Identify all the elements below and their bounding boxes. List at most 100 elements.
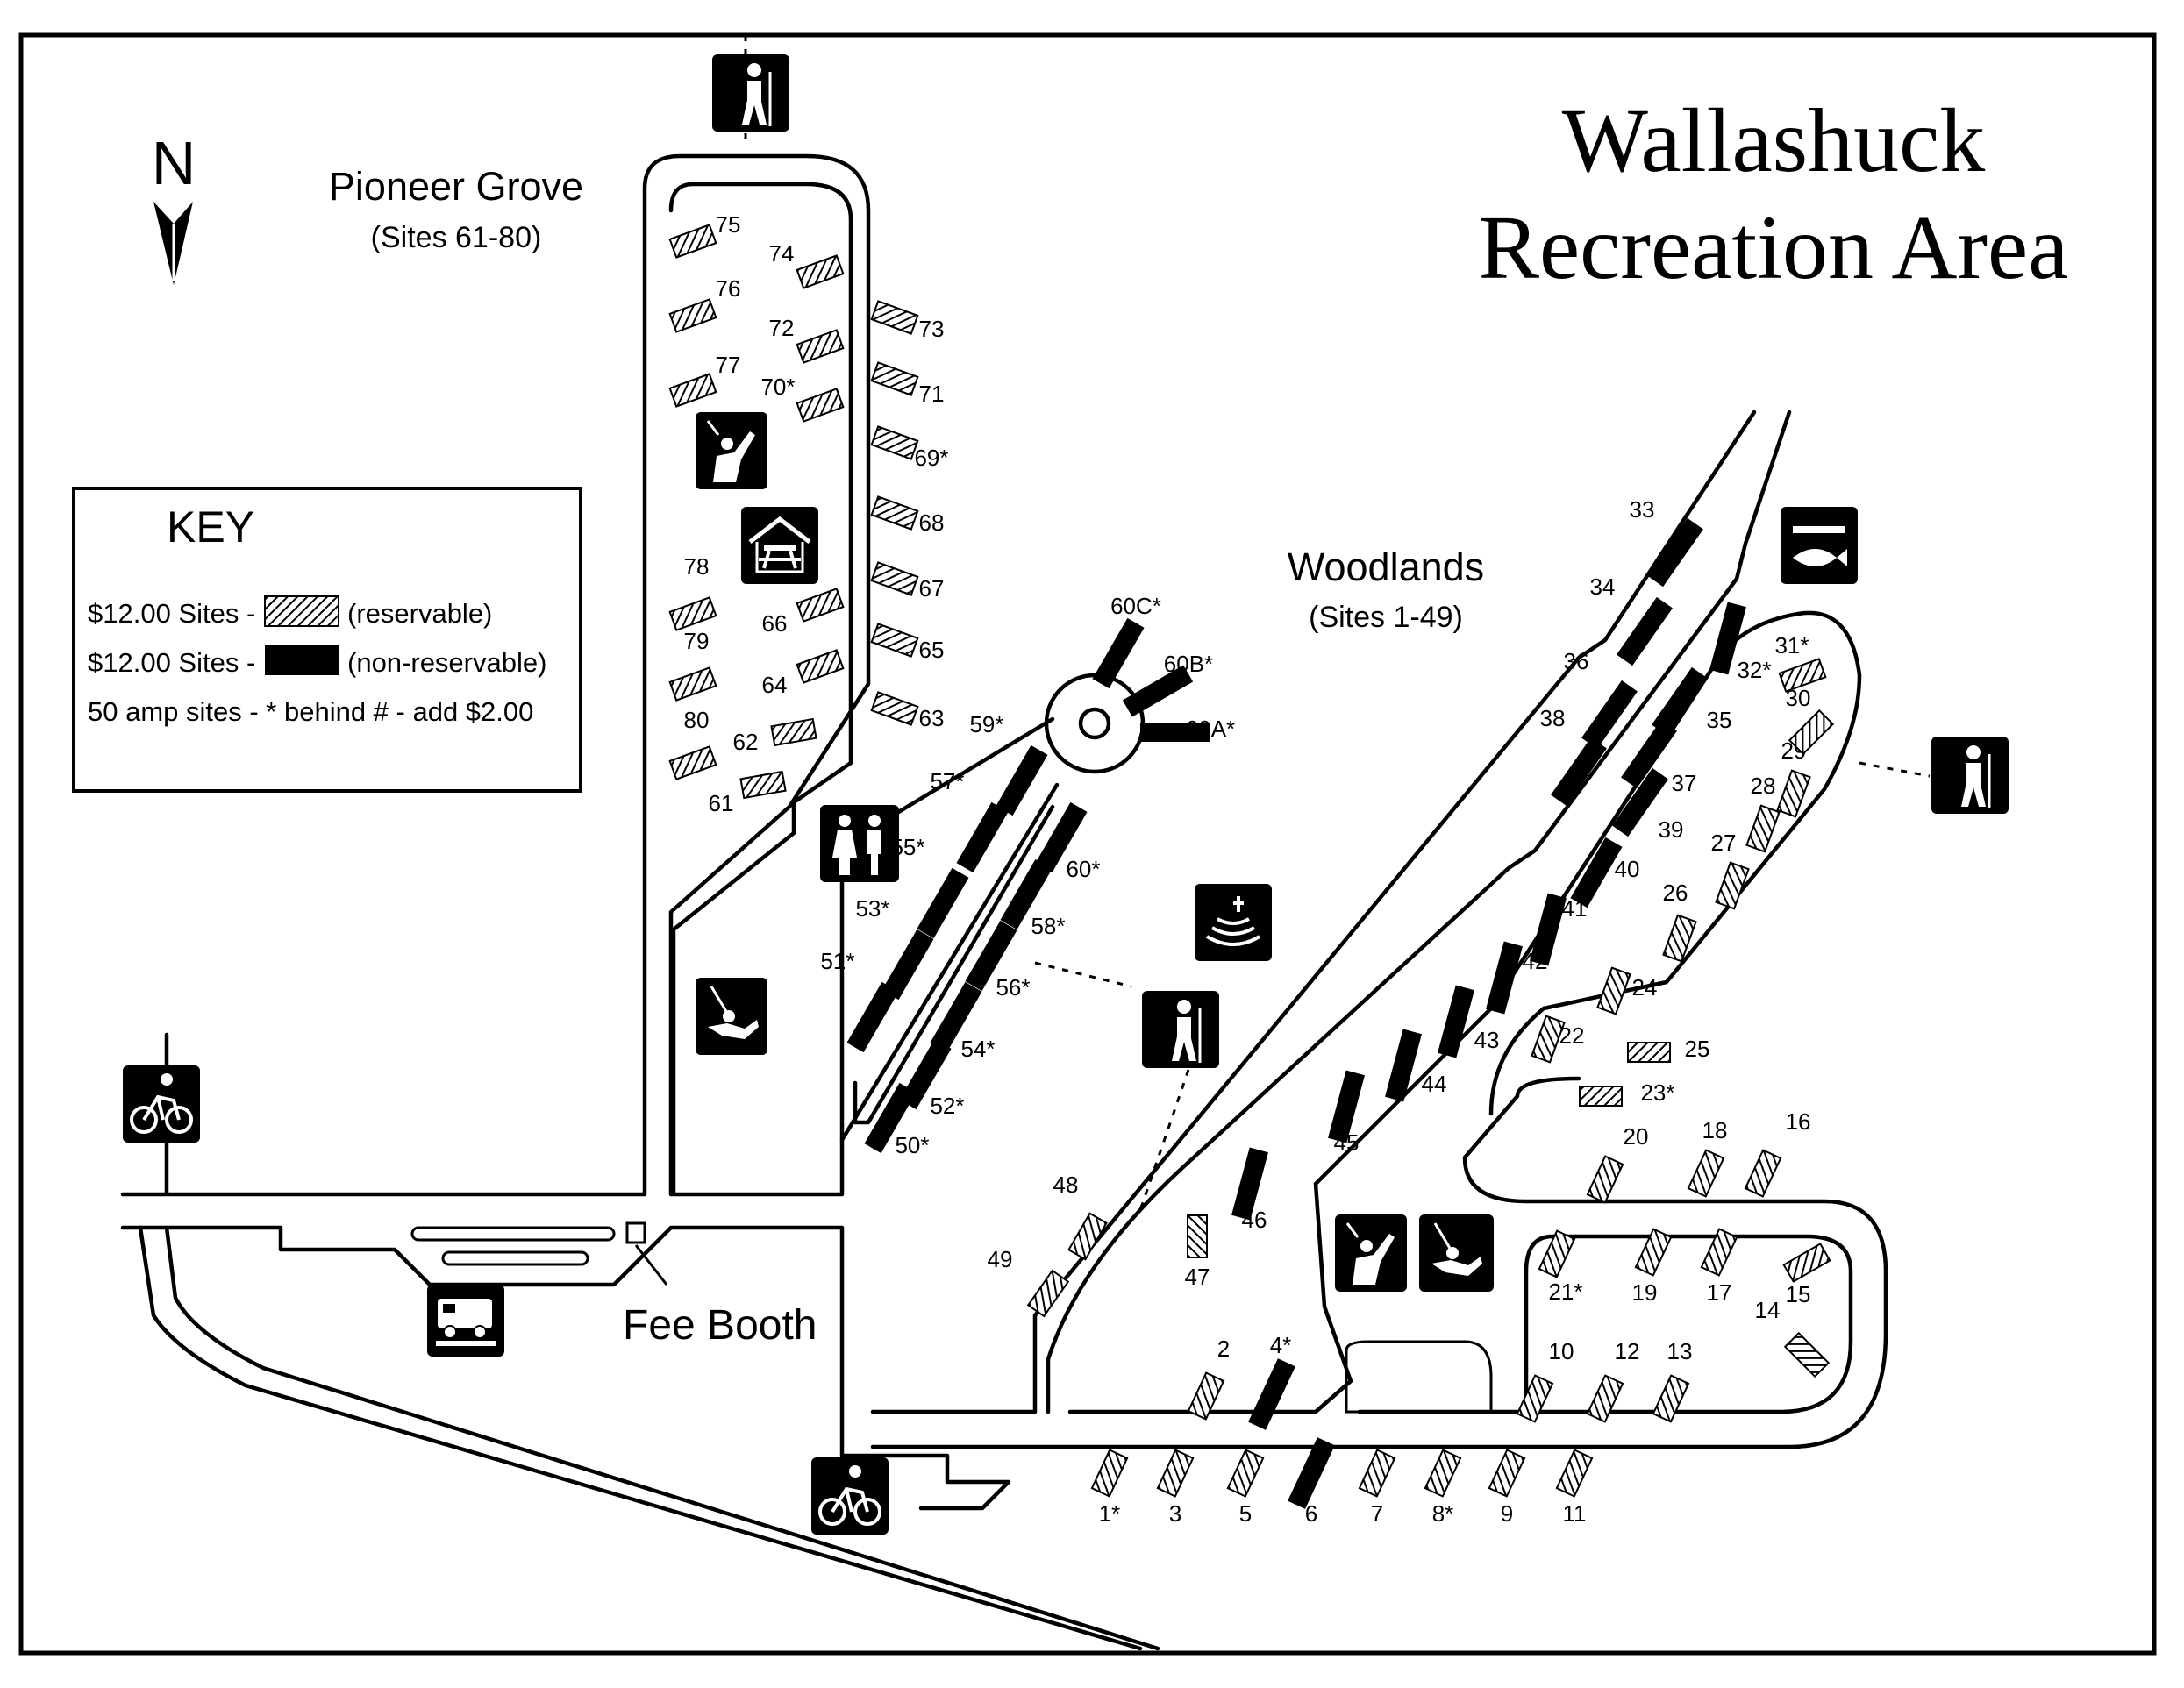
campsite-pad-78 [668, 596, 717, 631]
area-name-woodlands: Woodlands [1288, 545, 1484, 589]
campsite-pad-15 [1782, 1243, 1831, 1283]
campsite-pad-60b [1122, 665, 1194, 717]
campsite-pad-64 [796, 649, 845, 684]
campsite-pad-75 [668, 224, 717, 259]
restroom-icon [820, 805, 899, 882]
hiker-icon [1142, 991, 1219, 1068]
campsite-label-34: 34 [1590, 573, 1616, 600]
north-label: N [152, 129, 196, 197]
campsite-label-4: 4* [1270, 1332, 1292, 1358]
campsite-pad-56 [965, 920, 1017, 992]
campsite-label-14: 14 [1755, 1297, 1781, 1323]
campsite-label-6: 6 [1305, 1500, 1317, 1527]
campsite-label-60: 60* [1066, 856, 1100, 882]
swing-icon [696, 978, 767, 1055]
campsite-label-61: 61 [709, 790, 734, 816]
campsite-label-76: 76 [716, 275, 741, 302]
campsite-label-50: 50* [895, 1132, 929, 1158]
campsite-label-10: 10 [1549, 1338, 1574, 1364]
campsite-pad-46 [1231, 1147, 1268, 1221]
campsite-pad-17 [1700, 1228, 1738, 1277]
campsite-label-16: 16 [1786, 1108, 1811, 1135]
campsite-pad-5 [1226, 1449, 1265, 1498]
campsite-label-36: 36 [1564, 648, 1589, 674]
north-arrow: N [152, 129, 196, 285]
campsite-label-53: 53* [855, 895, 889, 922]
campsite-label-77: 77 [716, 352, 741, 378]
campsite-pad-60 [1035, 801, 1088, 873]
campsite-pad-30 [1788, 709, 1835, 756]
campsite-label-28: 28 [1751, 773, 1776, 799]
key-swatch-reservable [264, 595, 339, 627]
campsite-pad-74 [796, 254, 845, 289]
campsite-pad-31 [1778, 658, 1827, 693]
campsite-label-9: 9 [1501, 1500, 1513, 1527]
campsite-pad-39 [1612, 767, 1668, 837]
campsite-label-23: 23* [1640, 1079, 1674, 1106]
campsite-label-59: 59* [969, 711, 1003, 737]
campsite-pad-42 [1486, 941, 1523, 1015]
bicycle-icon [123, 1065, 200, 1143]
campsite-label-54: 54* [960, 1036, 995, 1062]
campsite-pad-7 [1358, 1449, 1396, 1498]
swing-icon [1419, 1214, 1494, 1292]
campsite-label-15: 15 [1786, 1281, 1811, 1307]
campsite-pad-60a [1140, 723, 1210, 742]
playground-icon [696, 412, 767, 489]
campsite-pad-76 [668, 298, 717, 333]
campsite-pad-34 [1617, 596, 1673, 666]
campsite-pad-54 [930, 981, 982, 1053]
campsite-label-24: 24 [1632, 974, 1658, 1001]
campsite-pad-70 [796, 388, 845, 423]
campsite-label-60b: 60B* [1164, 651, 1213, 677]
campsite-pad-8 [1424, 1449, 1462, 1498]
key-row-2-desc: (non-reservable) [347, 647, 546, 678]
campsite-pad-25 [1627, 1042, 1671, 1063]
campsite-label-39: 39 [1659, 816, 1684, 843]
campsite-label-32: 32* [1737, 657, 1771, 683]
campsite-pad-1 [1090, 1449, 1129, 1498]
campsite-label-20: 20 [1624, 1123, 1649, 1150]
campsite-label-47: 47 [1185, 1264, 1210, 1290]
fee-booth-label: Fee Booth [623, 1302, 817, 1349]
campsite-pad-10 [1516, 1374, 1554, 1423]
campsite-pad-28 [1745, 804, 1781, 853]
campsite-pad-61 [739, 770, 787, 800]
campsite-pad-18 [1687, 1149, 1725, 1198]
campsite-label-5: 5 [1239, 1500, 1252, 1527]
campsite-label-58: 58* [1031, 913, 1065, 939]
campsite-label-75: 75 [716, 211, 741, 238]
campsite-label-78: 78 [684, 553, 710, 580]
campsite-pad-79 [668, 666, 717, 702]
campsite-pad-80 [668, 745, 717, 780]
campsite-pad-13 [1652, 1374, 1690, 1423]
campsite-label-35: 35 [1707, 707, 1732, 733]
campsite-pad-62 [770, 717, 817, 747]
area-name-pioneer-grove: Pioneer Grove [329, 164, 583, 209]
campsite-label-8: 8* [1432, 1500, 1454, 1527]
campsite-label-33: 33 [1630, 496, 1655, 523]
campsite-pad-24 [1596, 966, 1631, 1015]
campsite-label-31: 31* [1774, 632, 1809, 659]
campsite-pad-26 [1662, 914, 1697, 963]
campsite-pad-47 [1187, 1214, 1208, 1258]
campsite-label-56: 56* [996, 974, 1030, 1001]
campsite-pad-9 [1488, 1449, 1526, 1498]
campsite-label-12: 12 [1615, 1338, 1640, 1364]
campsite-pad-53 [881, 929, 934, 1001]
campsite-pad-14 [1783, 1331, 1831, 1378]
key-row-2-label: $12.00 Sites - [88, 647, 255, 678]
campsite-pad-19 [1634, 1228, 1673, 1277]
hiker-icon [1931, 737, 2009, 814]
trails [744, 35, 1931, 1211]
amphitheater-icon [1195, 884, 1272, 961]
campsite-label-25: 25 [1685, 1036, 1710, 1062]
key-row-1-label: $12.00 Sites - [88, 598, 255, 629]
campsite-label-69: 69* [914, 445, 948, 471]
campsite-pad-66 [796, 588, 845, 623]
campsite-pad-29 [1776, 769, 1811, 818]
campsite-label-67: 67 [919, 575, 945, 602]
campsite-pad-65 [870, 623, 919, 658]
playground-icon [1335, 1214, 1407, 1292]
campsite-pad-12 [1586, 1374, 1624, 1423]
